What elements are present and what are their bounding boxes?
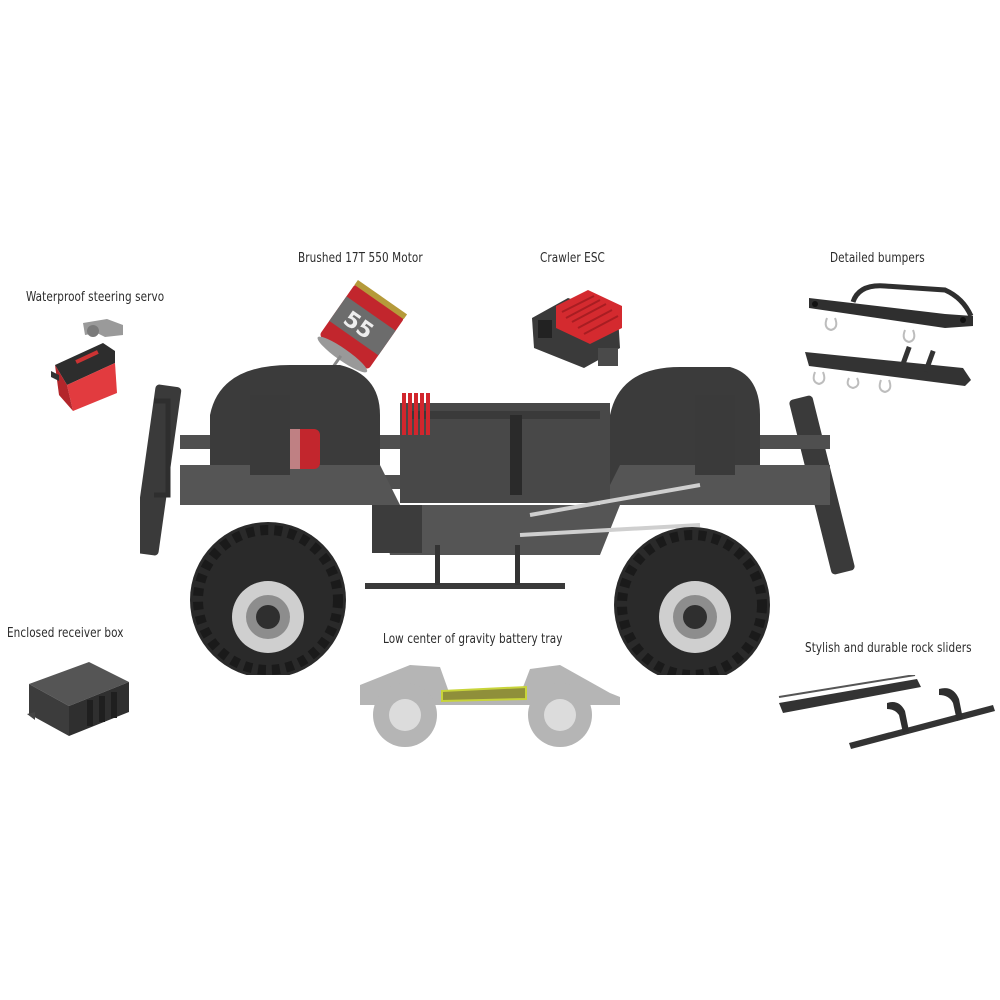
bumpers-image [795,282,985,397]
rock-sliders-label: Stylish and durable rock sliders [805,640,972,656]
receiver-box-image [25,650,135,740]
servo-label: Waterproof steering servo [26,289,165,305]
receiver-box-label: Enclosed receiver box [7,625,124,641]
motor-label: Brushed 17T 550 Motor [298,250,423,266]
motor-image: 55 [308,275,418,375]
bumpers-label: Detailed bumpers [830,250,925,266]
steering-servo-image [45,315,140,415]
battery-tray-label: Low center of gravity battery tray [383,631,563,647]
esc-image [528,282,628,372]
esc-label: Crawler ESC [540,250,605,266]
crawler-chassis-image [140,355,880,675]
battery-tray-image [350,655,630,750]
rock-sliders-image [775,675,1000,755]
